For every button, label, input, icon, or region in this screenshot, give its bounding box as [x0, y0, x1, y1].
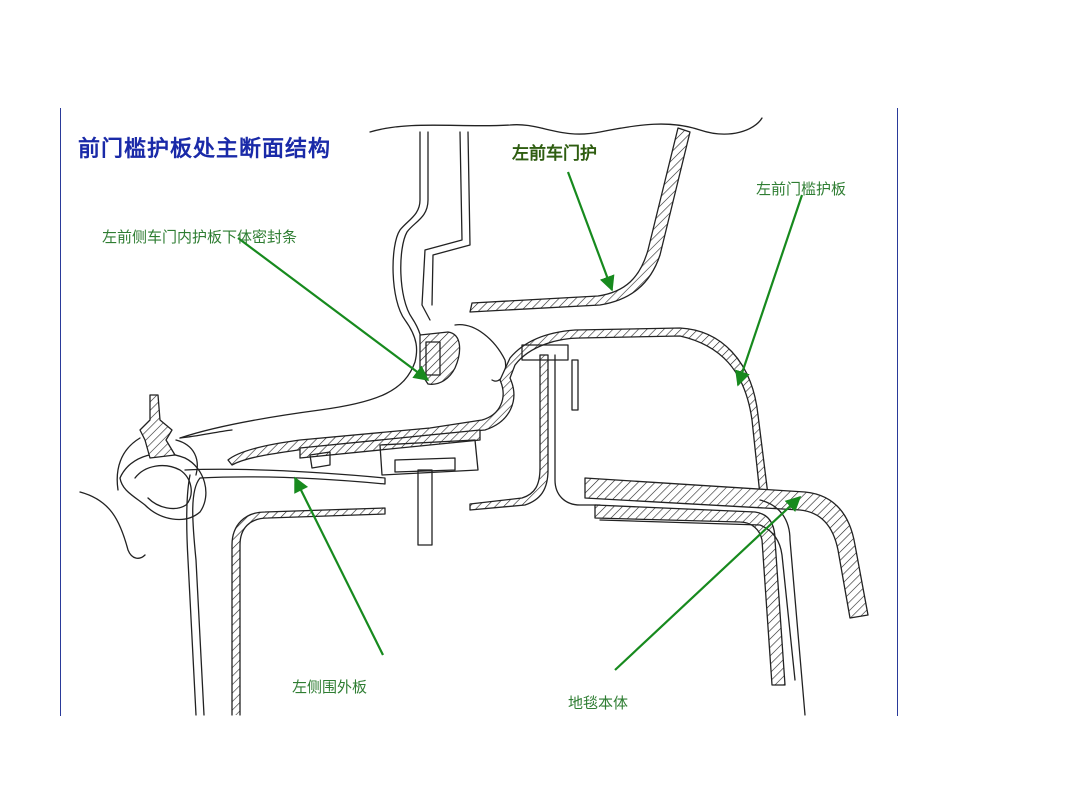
door-inner-step	[421, 131, 463, 321]
side-outer-panel-inner	[186, 474, 197, 716]
arrow-carpet	[614, 495, 802, 671]
floor-wall-small	[571, 359, 579, 411]
weatherstrip-bulb-inner	[134, 464, 192, 510]
label-door-trim: 左前车门护	[512, 144, 597, 164]
floor-wall-2	[554, 354, 601, 506]
sill-clip-body	[379, 439, 479, 476]
rocker-inner	[231, 507, 386, 716]
clip-arms	[116, 437, 198, 491]
floor-wall	[469, 354, 549, 511]
carpet-body	[584, 477, 869, 619]
door-trim-panel	[469, 127, 691, 313]
carpet-lower	[594, 504, 786, 686]
t-clip-head	[394, 457, 456, 473]
door-inner-step-2	[431, 131, 471, 306]
floor-wall-cap	[521, 344, 569, 361]
label-side-outer: 左侧围外板	[292, 678, 368, 696]
arrow-seal-strip	[237, 237, 430, 381]
right-frame-line	[897, 108, 898, 716]
left-break-line	[79, 491, 146, 559]
pushpin-clip	[139, 394, 176, 459]
label-carpet: 地毯本体	[568, 694, 629, 712]
sill-slot	[309, 451, 331, 469]
label-sill-plate: 左前门槛护板	[756, 180, 847, 198]
page-title: 前门槛护板处主断面结构	[78, 136, 332, 162]
arrow-door-trim	[566, 171, 615, 292]
arrow-side-outer	[294, 476, 384, 656]
label-seal-strip: 左前侧车门内护板下体密封条	[102, 228, 298, 246]
door-inner-panel-inner	[400, 131, 429, 365]
side-outer-panel	[184, 468, 386, 716]
top-break-line	[369, 117, 763, 135]
left-frame-line	[60, 108, 61, 716]
t-clip-stem	[417, 469, 433, 546]
arrow-sill-plate	[735, 194, 804, 387]
door-inner-panel-outer	[179, 131, 421, 439]
seal-clip	[425, 341, 441, 376]
carpet-under	[599, 519, 796, 681]
retainer-curve	[179, 429, 233, 439]
seal-lip	[454, 324, 507, 382]
floor-pan	[759, 499, 806, 716]
